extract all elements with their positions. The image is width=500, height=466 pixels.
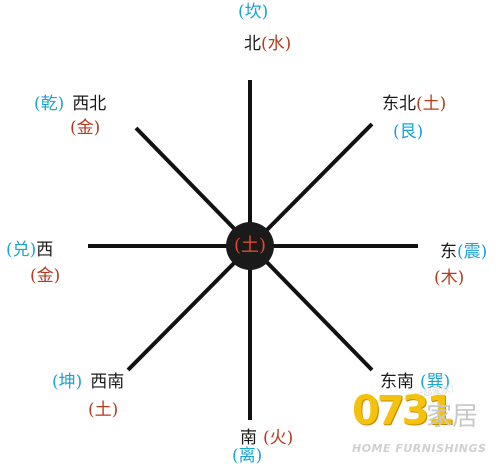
northwest-label: (乾) 西北 xyxy=(34,94,106,114)
northwest-trigram: (乾) xyxy=(34,94,65,114)
west-name: 西 xyxy=(36,240,54,260)
north-element: (水) xyxy=(261,34,292,54)
east-name: 东 xyxy=(440,242,457,262)
southwest-trigram: (坤) xyxy=(52,372,83,392)
west-label: (兑)西 xyxy=(6,240,53,260)
south-label: 南 (火) xyxy=(240,428,293,448)
northeast-name: 东北 xyxy=(382,94,416,114)
northeast-label: 东北(土) xyxy=(382,94,446,114)
southeast-label: 东南 (巽) xyxy=(380,372,450,392)
north-trigram: (坎) xyxy=(238,2,269,22)
northeast-element: (土) xyxy=(416,94,447,114)
center-element-label: (土) xyxy=(233,235,267,256)
watermark-logo: 0731 xyxy=(352,388,454,434)
north-name: 北 xyxy=(244,34,261,54)
watermark: 一起爱家！ 0731 家居 HOME FURNISHINGS xyxy=(352,384,498,464)
southwest-label: (坤) 西南 xyxy=(52,372,124,392)
northwest-element: (金) xyxy=(70,118,101,138)
watermark-subtitle: HOME FURNISHINGS xyxy=(352,442,487,455)
northwest-name: 西北 xyxy=(72,94,107,114)
watermark-home: 家居 xyxy=(426,402,479,432)
south-name: 南 xyxy=(240,428,257,448)
northeast-trigram: (艮) xyxy=(393,122,424,142)
southeast-trigram: (巽) xyxy=(420,372,451,392)
east-label: 东(震) xyxy=(440,242,487,262)
east-element: (木) xyxy=(434,268,465,288)
south-element: (火) xyxy=(263,428,294,448)
center-hub xyxy=(226,222,274,270)
east-trigram: (震) xyxy=(457,242,488,262)
south-trigram: (离) xyxy=(232,446,263,466)
southwest-element: (土) xyxy=(88,400,119,420)
north-label: 北(水) xyxy=(244,34,291,54)
west-trigram: (兑) xyxy=(6,240,37,260)
southwest-name: 西南 xyxy=(90,372,125,392)
southeast-name: 东南 xyxy=(380,372,414,392)
west-element: (金) xyxy=(30,266,61,286)
